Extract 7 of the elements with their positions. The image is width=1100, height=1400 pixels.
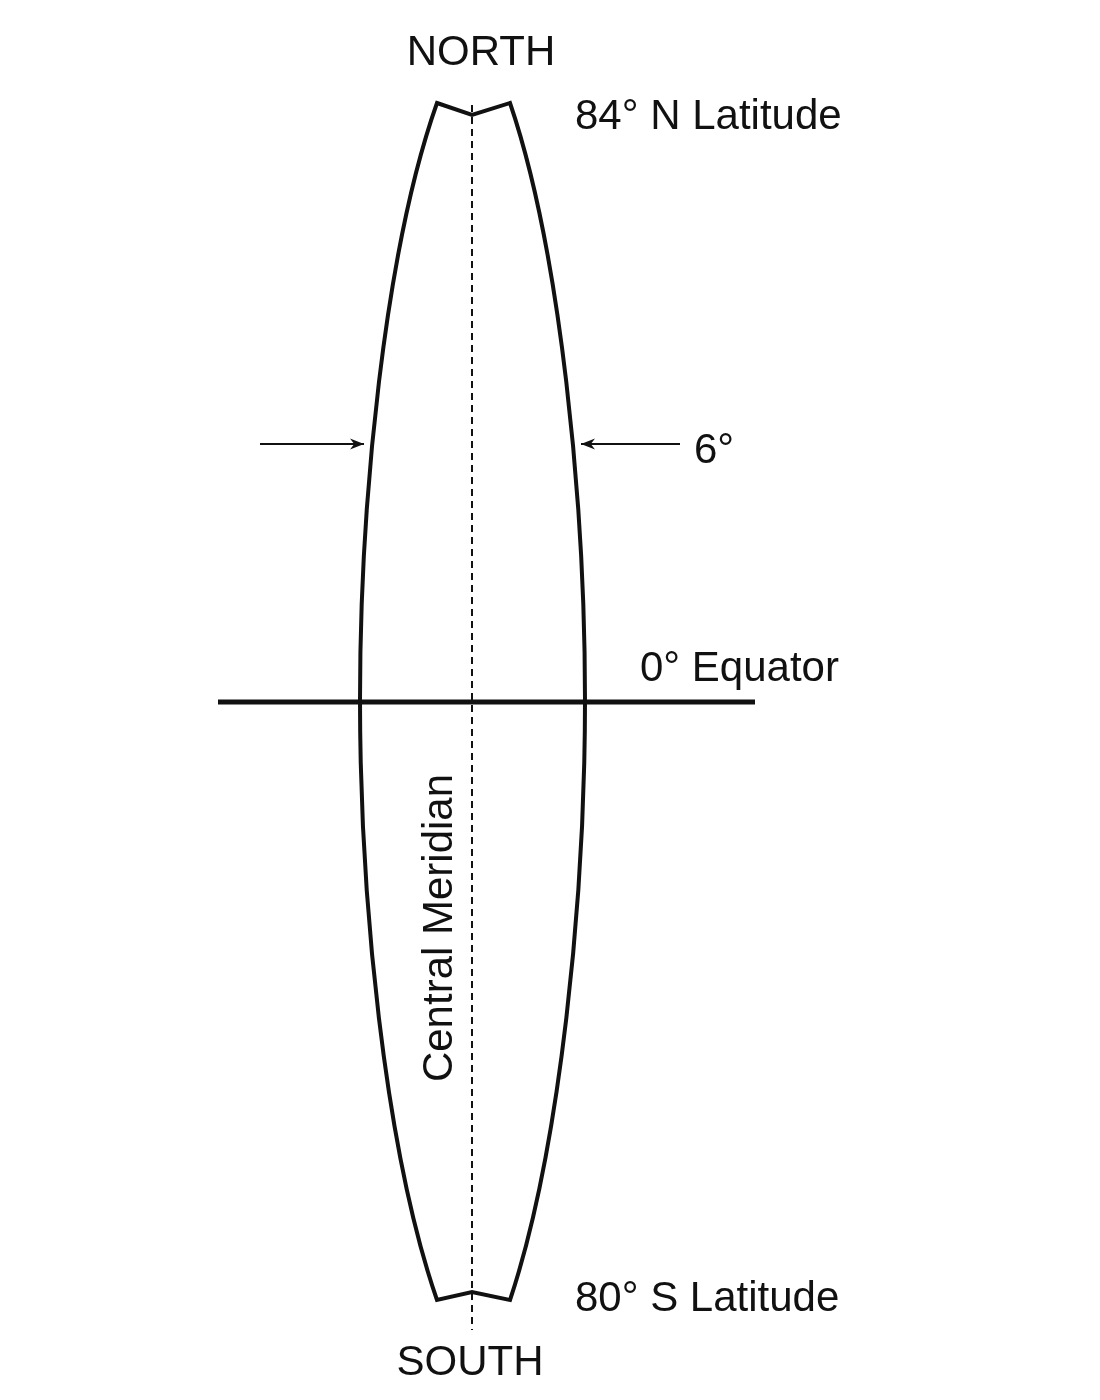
angle-label: 6° [694,428,735,470]
meridian-label: Central Meridian [417,773,459,1083]
equator-label: 0° Equator [640,646,839,688]
latitude-label: 84° N Latitude [575,94,842,136]
direction-label: SOUTH [396,1340,544,1382]
direction-label: NORTH [406,30,556,72]
latitude-label: 80° S Latitude [575,1276,840,1318]
